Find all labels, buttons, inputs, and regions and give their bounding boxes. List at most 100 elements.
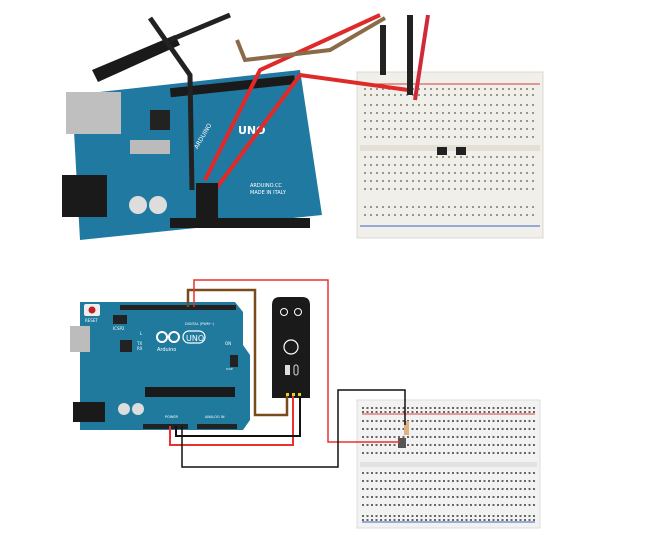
breadboard-hole (420, 444, 423, 446)
breadboard-hole (454, 180, 456, 182)
breadboard-hole (424, 94, 426, 96)
breadboard-hole (520, 214, 522, 216)
breadboard-hole (436, 104, 438, 106)
breadboard-hole (515, 488, 517, 490)
breadboard-hole (371, 411, 373, 413)
breadboard-hole (366, 428, 369, 430)
breadboard-hole (454, 164, 456, 166)
breadboard-hole (407, 519, 409, 521)
breadboard-hole (528, 428, 531, 430)
breadboard-hole (448, 172, 450, 174)
breadboard-hole (484, 120, 486, 122)
breadboard-hole (411, 407, 414, 409)
breadboard-hole (524, 496, 526, 498)
breadboard-hole (454, 104, 456, 106)
breadboard-hole (400, 180, 402, 182)
breadboard-hole (532, 88, 534, 90)
breadboard-hole (519, 488, 522, 490)
breadboard-hole (470, 515, 472, 517)
breadboard-hole (364, 88, 366, 90)
breadboard-hole (420, 407, 423, 409)
breadboard-hole (402, 436, 405, 438)
breadboard-hole (406, 172, 408, 174)
breadboard-hole (496, 164, 498, 166)
breadboard-hole (376, 164, 378, 166)
breadboard-hole (380, 504, 382, 506)
breadboard-hole (490, 180, 492, 182)
breadboard-hole (465, 519, 468, 521)
breadboard-hole (514, 128, 516, 130)
breadboard-hole (376, 180, 378, 182)
breadboard-hole (501, 480, 504, 482)
breadboard-hole (524, 436, 526, 438)
breadboard-hole (406, 156, 408, 158)
breadboard-hole (470, 420, 472, 422)
arduino-logo: UNO Arduino (156, 330, 206, 353)
breadboard-hole (384, 488, 387, 490)
breadboard-hole (448, 214, 450, 216)
breadboard-hole (510, 519, 513, 521)
breadboard-hole (448, 128, 450, 130)
breadboard-hole (506, 436, 508, 438)
breadboard-hole (434, 496, 436, 498)
breadboard-hole (380, 452, 382, 454)
breadboard-hole (496, 206, 498, 208)
breadboard-hole (362, 411, 364, 413)
breadboard-hole (501, 411, 504, 413)
breadboard-hole (406, 180, 408, 182)
breadboard-hole (420, 411, 423, 413)
breadboard-hole (366, 496, 369, 498)
breadboard-hole (461, 519, 463, 521)
breadboard-hole (398, 420, 400, 422)
breadboard-hole (382, 104, 384, 106)
breadboard-hole (478, 94, 480, 96)
breadboard-hole (375, 436, 378, 438)
breadboard-hole (508, 128, 510, 130)
breadboard-hole (488, 480, 490, 482)
breadboard-hole (456, 515, 459, 517)
breadboard-hole (442, 172, 444, 174)
breadboard-hole (456, 488, 459, 490)
breadboard-hole (447, 472, 450, 474)
breadboard-hole (526, 188, 528, 190)
breadboard-hole (366, 420, 369, 422)
breadboard-hole (371, 420, 373, 422)
breadboard-hole (375, 519, 378, 521)
breadboard-hole (424, 120, 426, 122)
breadboard-hole (362, 488, 364, 490)
breadboard-hole (364, 128, 366, 130)
breadboard-hole (478, 214, 480, 216)
breadboard-hole (483, 496, 486, 498)
breadboard-hole (466, 188, 468, 190)
breadboard-hole (488, 444, 490, 446)
breadboard-hole (448, 206, 450, 208)
breadboard-hole (526, 112, 528, 114)
breadboard-hole (389, 480, 391, 482)
breadboard-hole (393, 504, 396, 506)
breadboard-hole (429, 428, 432, 430)
breadboard-hole (479, 444, 481, 446)
breadboard-hole (448, 164, 450, 166)
breadboard-hole (515, 407, 517, 409)
breadboard-hole (430, 136, 432, 138)
breadboard-hole (443, 420, 445, 422)
breadboard-hole (470, 428, 472, 430)
breadboard-hole (452, 420, 454, 422)
breadboard-hole (492, 496, 495, 498)
breadboard-hole (447, 444, 450, 446)
breadboard-hole (402, 480, 405, 482)
breadboard-hole (502, 104, 504, 106)
l-label: L (140, 331, 143, 336)
breadboard-hole (466, 94, 468, 96)
breadboard-hole (442, 104, 444, 106)
breadboard-hole (514, 88, 516, 90)
breadboard-hole (496, 104, 498, 106)
breadboard-hole (470, 407, 472, 409)
breadboard-hole (424, 104, 426, 106)
breadboard-hole (398, 496, 400, 498)
breadboard-hole (497, 496, 499, 498)
breadboard-hole (420, 428, 423, 430)
breadboard-hole (448, 112, 450, 114)
breadboard-hole (454, 188, 456, 190)
breadboard-hole (472, 136, 474, 138)
